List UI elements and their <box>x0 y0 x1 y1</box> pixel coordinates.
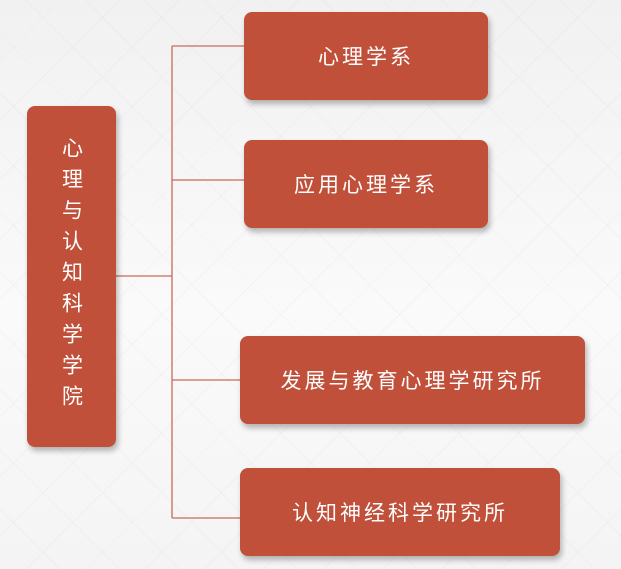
child-node-developmental-education-institute: 发展与教育心理学研究所 <box>240 336 585 424</box>
child-label: 认知神经科学研究所 <box>292 501 508 525</box>
child-node-psychology-dept: 心理学系 <box>244 12 488 100</box>
child-label: 应用心理学系 <box>294 173 438 197</box>
root-label: 心理与认知科学学院 <box>59 137 84 416</box>
root-node: 心理与认知科学学院 <box>27 106 116 447</box>
child-label: 心理学系 <box>318 45 414 69</box>
child-node-applied-psychology-dept: 应用心理学系 <box>244 140 488 228</box>
child-label: 发展与教育心理学研究所 <box>280 369 545 393</box>
child-node-cognitive-neuroscience-institute: 认知神经科学研究所 <box>240 468 560 556</box>
